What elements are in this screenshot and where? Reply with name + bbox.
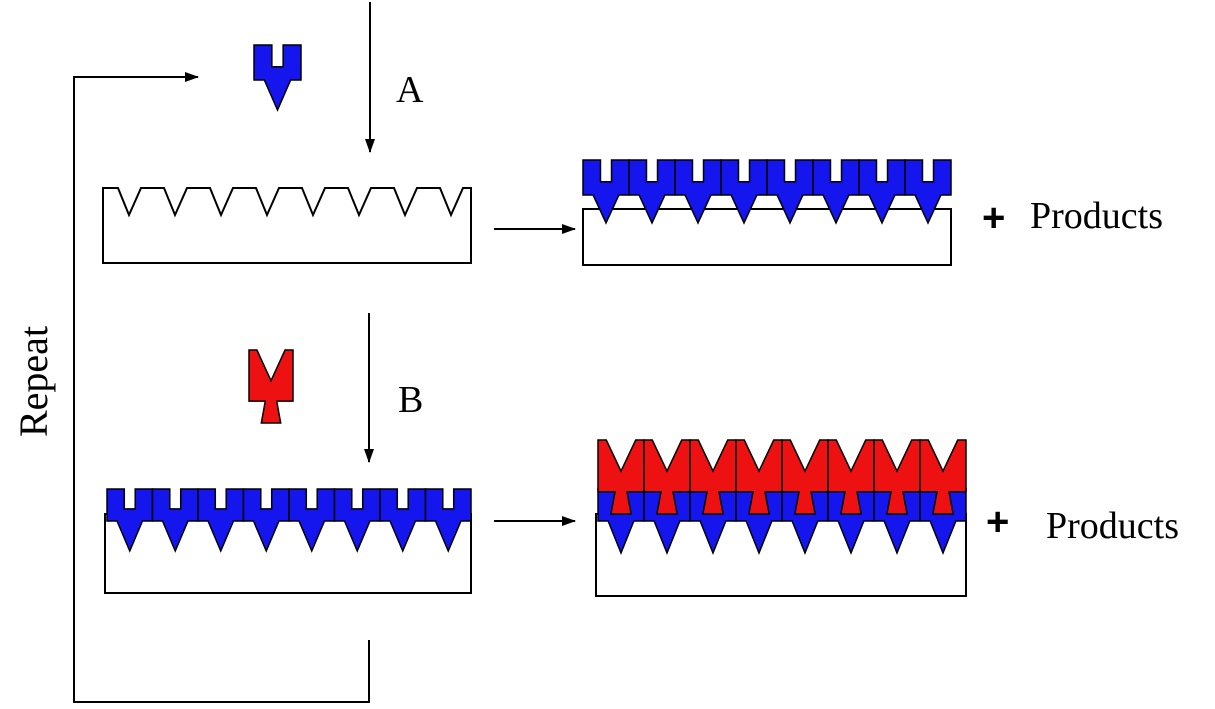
- products-label-1: Products: [1030, 195, 1163, 237]
- step-a-label: A: [396, 69, 424, 111]
- precursor-b-shape: [248, 349, 294, 424]
- precursor-b-unit: [597, 439, 645, 515]
- substrate-after-a: [582, 208, 952, 266]
- precursor-b-unit: [873, 439, 921, 515]
- precursor-a-shape: [253, 44, 302, 112]
- precursor-a-layer-2: [106, 488, 472, 553]
- substrate-after-b: [595, 513, 967, 597]
- precursor-b-unit: [643, 439, 691, 515]
- products-label-2: Products: [1046, 505, 1179, 547]
- repeat-loop-line: [73, 72, 370, 703]
- bare-substrate: [102, 187, 472, 264]
- precursor-a-layer-3: [597, 488, 967, 556]
- precursor-a-layer-1: [582, 159, 952, 225]
- plus-sign-2: +: [986, 500, 1009, 544]
- precursor-b-unit: [689, 439, 737, 515]
- repeat-label: Repeat: [11, 326, 56, 437]
- substrate-before-b: [104, 513, 472, 594]
- precursor-b-unit: [919, 439, 967, 515]
- precursor-b-unit: [827, 439, 875, 515]
- precursor-a-unit: [904, 159, 952, 225]
- step-b-label: B: [398, 379, 423, 421]
- plus-sign-1: +: [982, 196, 1005, 240]
- precursor-b-molecule: [248, 349, 294, 424]
- precursor-a-unit: [424, 488, 472, 553]
- precursor-b-layer: [597, 439, 967, 515]
- precursor-a-molecule: [253, 44, 302, 112]
- precursor-b-unit: [781, 439, 829, 515]
- precursor-b-unit: [735, 439, 783, 515]
